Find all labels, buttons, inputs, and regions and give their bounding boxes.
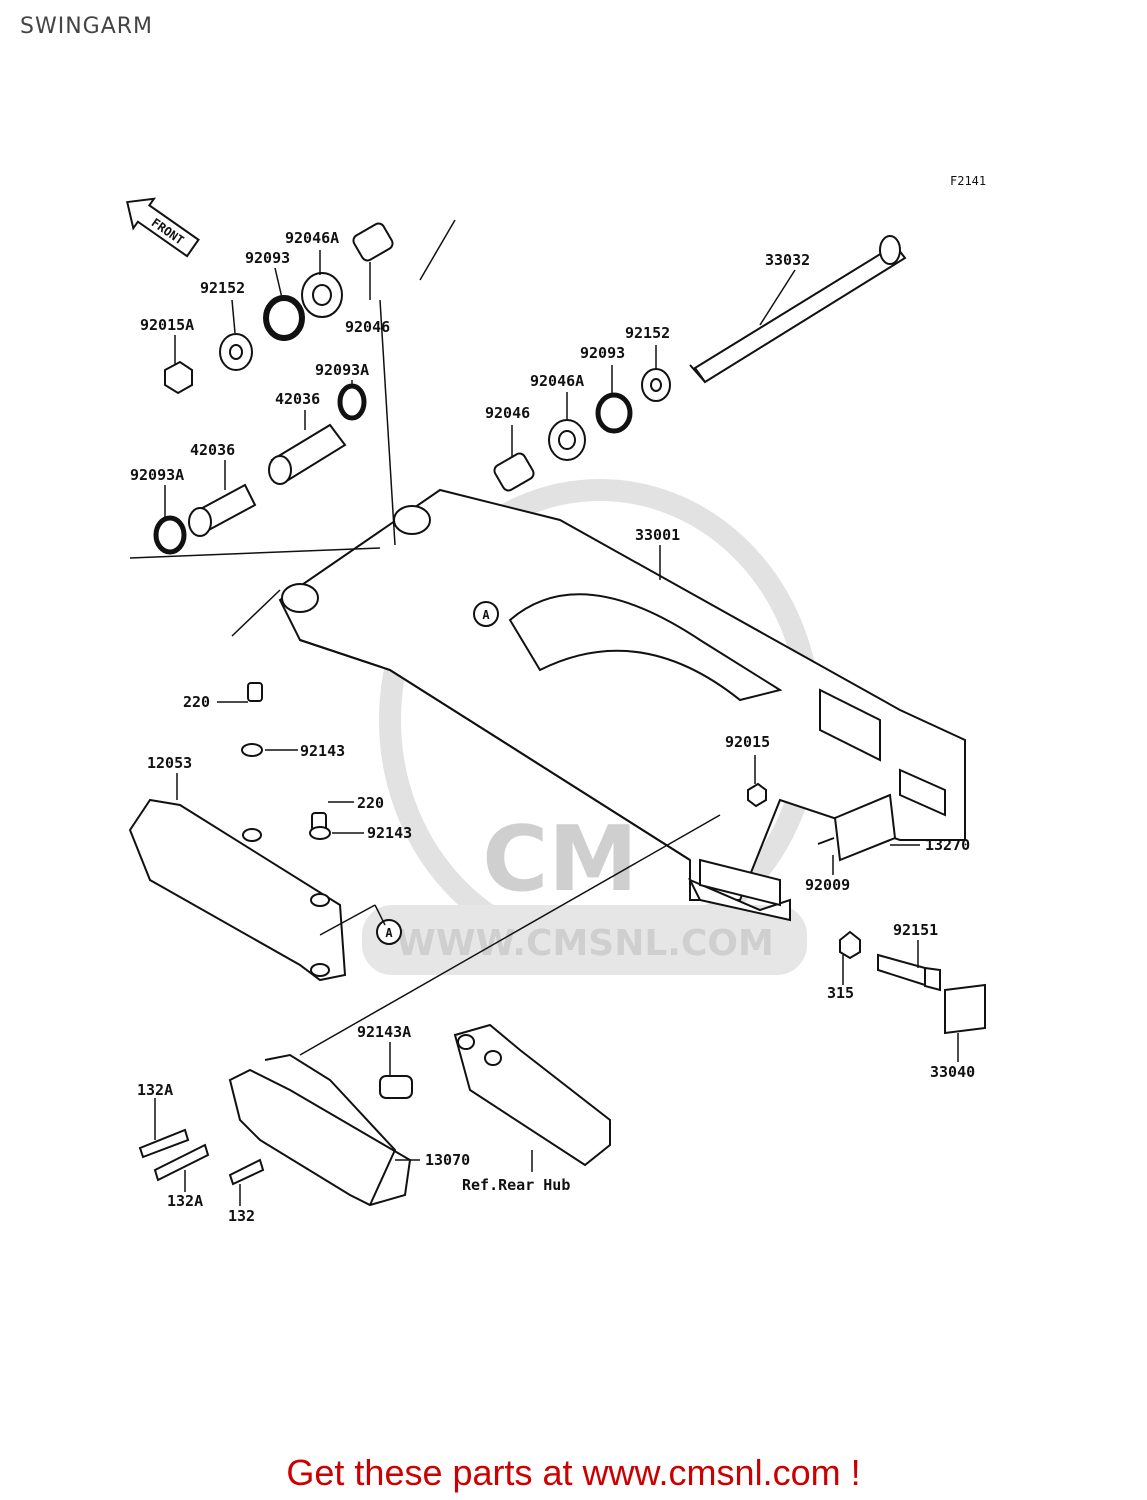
part-label[interactable]: 220 (183, 693, 210, 711)
part-label[interactable]: 92143A (357, 1023, 411, 1041)
part-label[interactable]: 92009 (805, 876, 850, 894)
part-label[interactable]: 92093A (130, 466, 184, 484)
part-label[interactable]: 132A (137, 1081, 173, 1099)
footer-link[interactable]: Get these parts at www.cmsnl.com ! (286, 1452, 861, 1493)
part-label[interactable]: 13070 (425, 1151, 470, 1169)
part-label[interactable]: 92152 (200, 279, 245, 297)
part-label[interactable]: 92093A (315, 361, 369, 379)
ref-rear-hub-label: Ref.Rear Hub (462, 1176, 570, 1194)
small-hardware (241, 682, 986, 1099)
figure-code: F2141 (950, 174, 986, 188)
part-label[interactable]: 42036 (190, 441, 235, 459)
chain-slider (128, 798, 347, 982)
part-label[interactable]: 92046 (485, 404, 530, 422)
part-label[interactable]: 92093 (245, 249, 290, 267)
part-labels: 92046A 92093 92152 92015A 92046 33032 92… (130, 229, 975, 1225)
pivot-hardware-left (153, 222, 394, 555)
pivot-hardware-right (493, 368, 671, 492)
leader-lines (129, 219, 959, 1206)
part-label[interactable]: 92046A (285, 229, 339, 247)
part-label[interactable]: 315 (827, 984, 854, 1002)
swingarm-axle (689, 235, 907, 384)
part-label[interactable]: 220 (357, 794, 384, 812)
marker-a-lower: A (376, 919, 402, 945)
svg-text:A: A (482, 608, 490, 622)
part-label[interactable]: 33001 (635, 526, 680, 544)
part-label[interactable]: 132 (228, 1207, 255, 1225)
chain-guide (138, 1023, 611, 1207)
front-arrow-icon: FRONT (126, 197, 200, 258)
swingarm-body (278, 488, 966, 922)
part-label[interactable]: 92151 (893, 921, 938, 939)
page-title: SWINGARM (20, 14, 154, 39)
part-label[interactable]: 33040 (930, 1063, 975, 1081)
marker-a-upper: A (473, 601, 499, 627)
part-label[interactable]: 92046A (530, 372, 584, 390)
part-label[interactable]: 33032 (765, 251, 810, 269)
watermark: CM WWW.CMSNL.COM (362, 479, 821, 975)
part-label[interactable]: 92046 (345, 318, 390, 336)
part-label[interactable]: 92015A (140, 316, 194, 334)
part-label[interactable]: 92143 (367, 824, 412, 842)
part-label[interactable]: 92015 (725, 733, 770, 751)
svg-text:CM: CM (482, 807, 638, 912)
part-label[interactable]: 92093 (580, 344, 625, 362)
part-label[interactable]: 132A (167, 1192, 203, 1210)
part-label[interactable]: 13270 (925, 836, 970, 854)
watermark-text: WWW.CMSNL.COM (396, 923, 774, 964)
part-label[interactable]: 42036 (275, 390, 320, 408)
part-label[interactable]: 92152 (625, 324, 670, 342)
part-label[interactable]: 12053 (147, 754, 192, 772)
svg-text:A: A (385, 926, 393, 940)
part-label[interactable]: 92143 (300, 742, 345, 760)
